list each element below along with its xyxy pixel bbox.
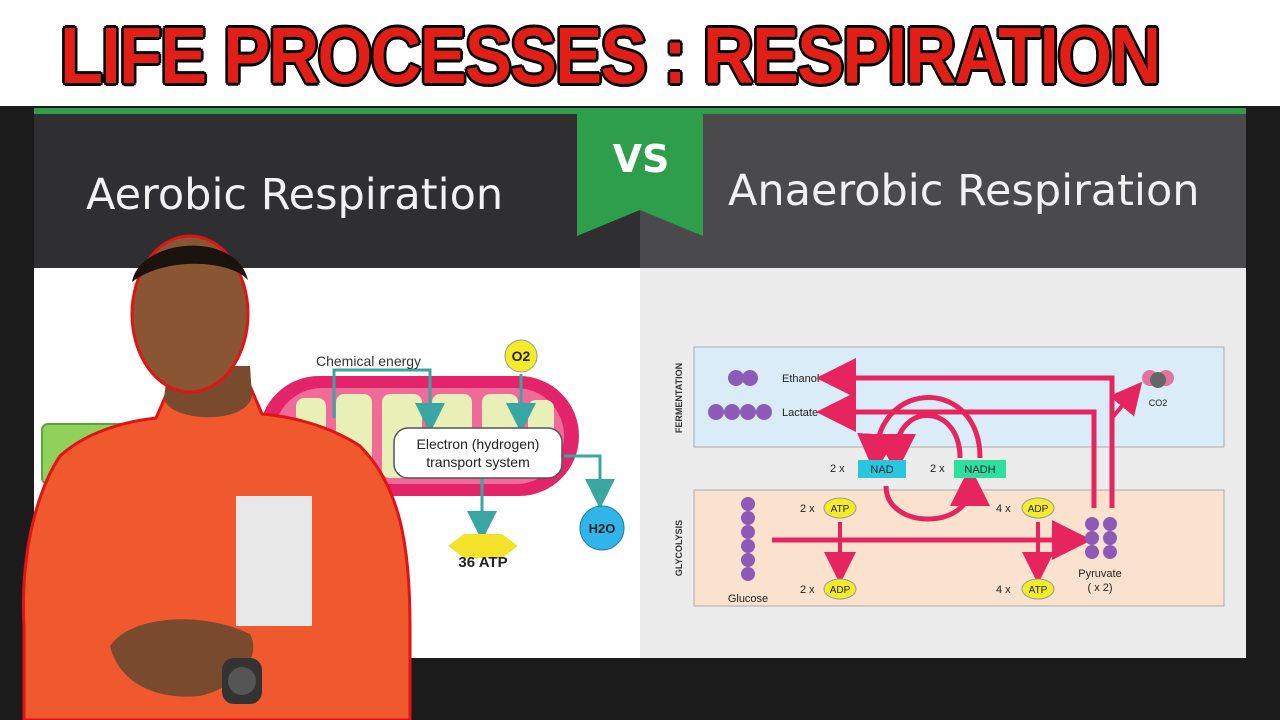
adp-in-oval (1021, 497, 1055, 519)
anaerobic-title: Anaerobic Respiration (728, 166, 1200, 216)
watch-face (228, 667, 256, 695)
chemical-energy-label: Chemical energy (316, 353, 421, 369)
nadh-to-nad-inner-arrow (876, 413, 963, 474)
ethanol-atom (742, 370, 758, 386)
title-bar (0, 0, 1280, 106)
chemical-energy-arrow (332, 368, 445, 433)
lactate-atom (740, 404, 756, 420)
anaerobic-panel: FERMENTATION GLYCOLYSIS Ethanol Lactate … (640, 268, 1246, 658)
ets-box (393, 427, 563, 479)
ets-label-line2: transport system (426, 454, 529, 470)
pyruvate-atom (1085, 545, 1099, 559)
atp-in-oval (823, 497, 857, 519)
nad-box (858, 460, 906, 478)
ets-label-line1: Electron (hydrogen) (417, 436, 540, 452)
nadh-to-nad-outer-arrow (857, 395, 983, 474)
glucose-atom (741, 553, 755, 567)
aerobic-title: Aerobic Respiration (86, 170, 504, 220)
pyruvate-atom (1085, 517, 1099, 531)
atp-out-prefix: 4 x (996, 584, 1011, 596)
anaerobic-header: Anaerobic Respiration (640, 114, 1246, 268)
pyruvate-label: Pyruvate (1078, 568, 1121, 580)
presenter-hands (110, 619, 254, 697)
oxygen-label: O2 (512, 348, 531, 364)
co2-atom (1150, 372, 1166, 388)
vs-badge: VS (577, 114, 703, 236)
lactate-label: Lactate (782, 407, 818, 419)
aerobic-header: Aerobic Respiration (34, 114, 640, 268)
ethanol-label: Ethanol (782, 373, 819, 385)
glucose-atom (741, 539, 755, 553)
thumbnail-title: LIFE PROCESSES : RESPIRATION (60, 11, 1161, 100)
nad-prefix: 2 x (830, 463, 845, 475)
lactate-atom (708, 404, 724, 420)
pyruvate-count: ( x 2) (1087, 582, 1112, 594)
lactate-atom (756, 404, 772, 420)
presenter (22, 234, 412, 720)
fermentation-box (693, 346, 1225, 448)
shirt-print (236, 496, 312, 626)
atp-out-label: ATP (1029, 585, 1048, 596)
nadh-prefix: 2 x (930, 463, 945, 475)
adp-in-prefix: 4 x (996, 503, 1011, 515)
vs-ribbon (577, 114, 703, 236)
co2-label: CO2 (1149, 398, 1168, 408)
pyruvate-atom (1103, 531, 1117, 545)
nad-label: NAD (870, 464, 893, 476)
nadh-label: NADH (964, 464, 995, 476)
lactate-arrow (816, 392, 1097, 508)
pyruvate-atom (1103, 545, 1117, 559)
water-arrow (564, 454, 615, 509)
presenter-hair (132, 245, 248, 282)
atp-out-oval (1021, 578, 1055, 600)
nad-to-nadh-arrow (883, 466, 990, 522)
glycolysis-label: GLYCOLYSIS (674, 520, 684, 576)
pyruvate-atom (1103, 517, 1117, 531)
lactate-atom (724, 404, 740, 420)
atp-in-label: ATP (831, 504, 850, 515)
adp-out-label: ADP (830, 585, 851, 596)
presenter-image (22, 234, 412, 720)
fermentation-label: FERMENTATION (674, 363, 684, 433)
header-accent-line (34, 108, 1246, 114)
atp-yield-label: 36 ATP (458, 554, 507, 571)
anaerobic-diagram: FERMENTATION GLYCOLYSIS Ethanol Lactate … (674, 346, 1225, 607)
nadh-box (954, 460, 1006, 478)
glucose-atom (741, 525, 755, 539)
ethanol-atom (728, 370, 744, 386)
glucose-atom (741, 567, 755, 581)
oxygen-bubble (504, 339, 538, 373)
water-bubble (579, 505, 625, 551)
glucose-label: Glucose (728, 593, 768, 605)
ethanol-arrow (816, 358, 1115, 508)
adp-out-oval (823, 578, 857, 600)
adp-out-prefix: 2 x (800, 584, 815, 596)
atp-in-prefix: 2 x (800, 503, 815, 515)
vs-label: VS (613, 137, 670, 181)
pyruvate-atom (1085, 531, 1099, 545)
co2-arrow (1109, 381, 1143, 420)
presenter-head (130, 234, 250, 394)
glucose-atom (741, 511, 755, 525)
adp-in-label: ADP (1028, 504, 1049, 515)
glucose-atom (741, 497, 755, 511)
atp-burst (448, 534, 518, 558)
water-label: H2O (589, 521, 616, 536)
